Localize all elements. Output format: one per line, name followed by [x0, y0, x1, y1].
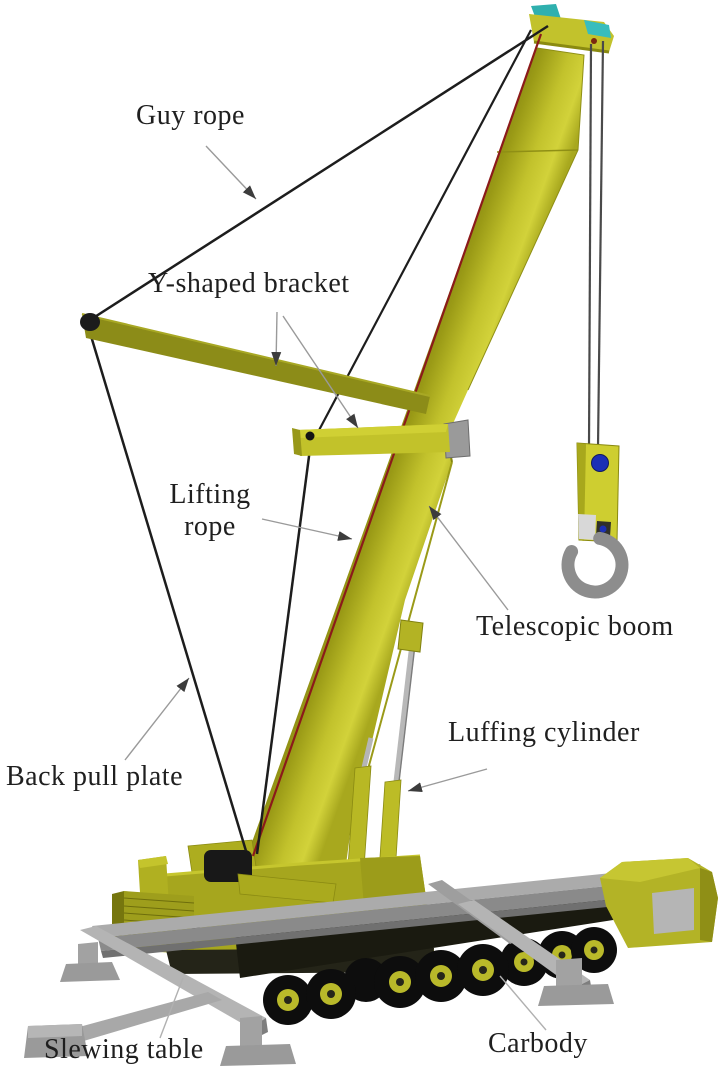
bracket-sheave	[80, 313, 100, 331]
luffing-cylinders	[347, 619, 424, 875]
wheel	[415, 950, 467, 1002]
leader-y-bracket-1	[271, 311, 282, 367]
wheel	[457, 944, 509, 996]
leader-back-pull-plate	[124, 677, 190, 761]
back-pull-plate-right	[255, 440, 313, 855]
label-back-pull-plate: Back pull plate	[6, 761, 184, 792]
leader-lifting-rope	[261, 518, 353, 541]
carbody-chassis	[92, 858, 718, 978]
label-y-shaped-bracket: Y-shaped bracket	[148, 268, 350, 299]
label-lifting-rope: Lifting rope	[169, 479, 251, 543]
leader-carbody	[499, 975, 547, 1031]
cab-window	[652, 888, 694, 934]
guy-rope-upper	[89, 24, 549, 322]
driver-cab	[600, 858, 718, 948]
hook-block	[561, 442, 629, 599]
wheel	[263, 975, 313, 1025]
label-carbody: Carbody	[488, 1028, 588, 1059]
wheel	[306, 969, 356, 1019]
wheels	[263, 927, 617, 1025]
label-telescopic-boom: Telescopic boom	[476, 611, 674, 642]
leader-lines	[124, 145, 547, 1039]
hook-icon	[561, 531, 629, 599]
back-pull-plate-left	[86, 325, 248, 852]
leader-slewing-table	[159, 977, 184, 1039]
outriggers	[24, 880, 614, 1066]
telescopic-boom	[247, 47, 585, 888]
leader-y-bracket-2	[282, 315, 359, 429]
label-guy-rope: Guy rope	[136, 100, 245, 131]
boom-head	[529, 4, 614, 54]
wheel	[571, 927, 617, 973]
leader-luffing-cylinder	[407, 768, 488, 793]
y-shaped-bracket	[80, 313, 471, 459]
label-slewing-table: Slewing table	[44, 1034, 204, 1065]
label-luffing-cylinder: Luffing cylinder	[448, 717, 640, 748]
guy-rope-lower	[316, 29, 532, 435]
leader-guy-rope	[205, 145, 257, 200]
hoist-ropes	[587, 40, 605, 448]
wheel	[374, 956, 426, 1008]
leader-telescopic-boom	[428, 505, 509, 611]
